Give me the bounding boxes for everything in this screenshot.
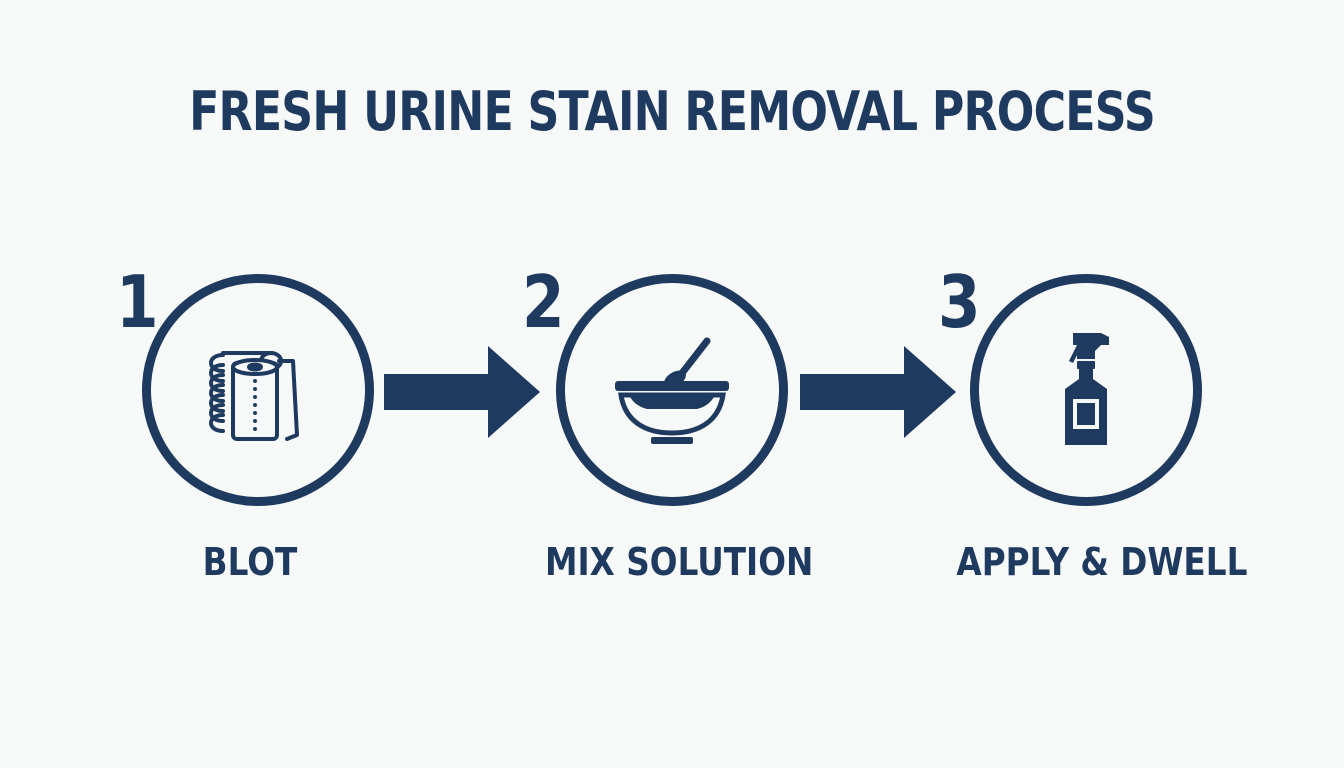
step-3-number: 3 (938, 260, 981, 344)
step-1-circle (142, 274, 374, 506)
mixing-bowl-icon (615, 337, 729, 444)
step-1-label: BLOT (202, 540, 298, 584)
spray-bottle-icon (1065, 333, 1109, 445)
step-2-circle (556, 274, 788, 506)
diagram-title: FRESH URINE STAIN REMOVAL PROCESS (189, 80, 1156, 143)
arrow-right-icon (800, 346, 956, 438)
step-2-label: MIX SOLUTION (545, 540, 814, 584)
step-3-circle (970, 274, 1202, 506)
arrow-right-icon (384, 346, 540, 438)
step-1-number: 1 (116, 260, 159, 344)
paper-towel-roll-icon (209, 351, 299, 441)
step-3-label: APPLY & DWELL (956, 540, 1248, 584)
step-2-number: 2 (522, 260, 565, 344)
